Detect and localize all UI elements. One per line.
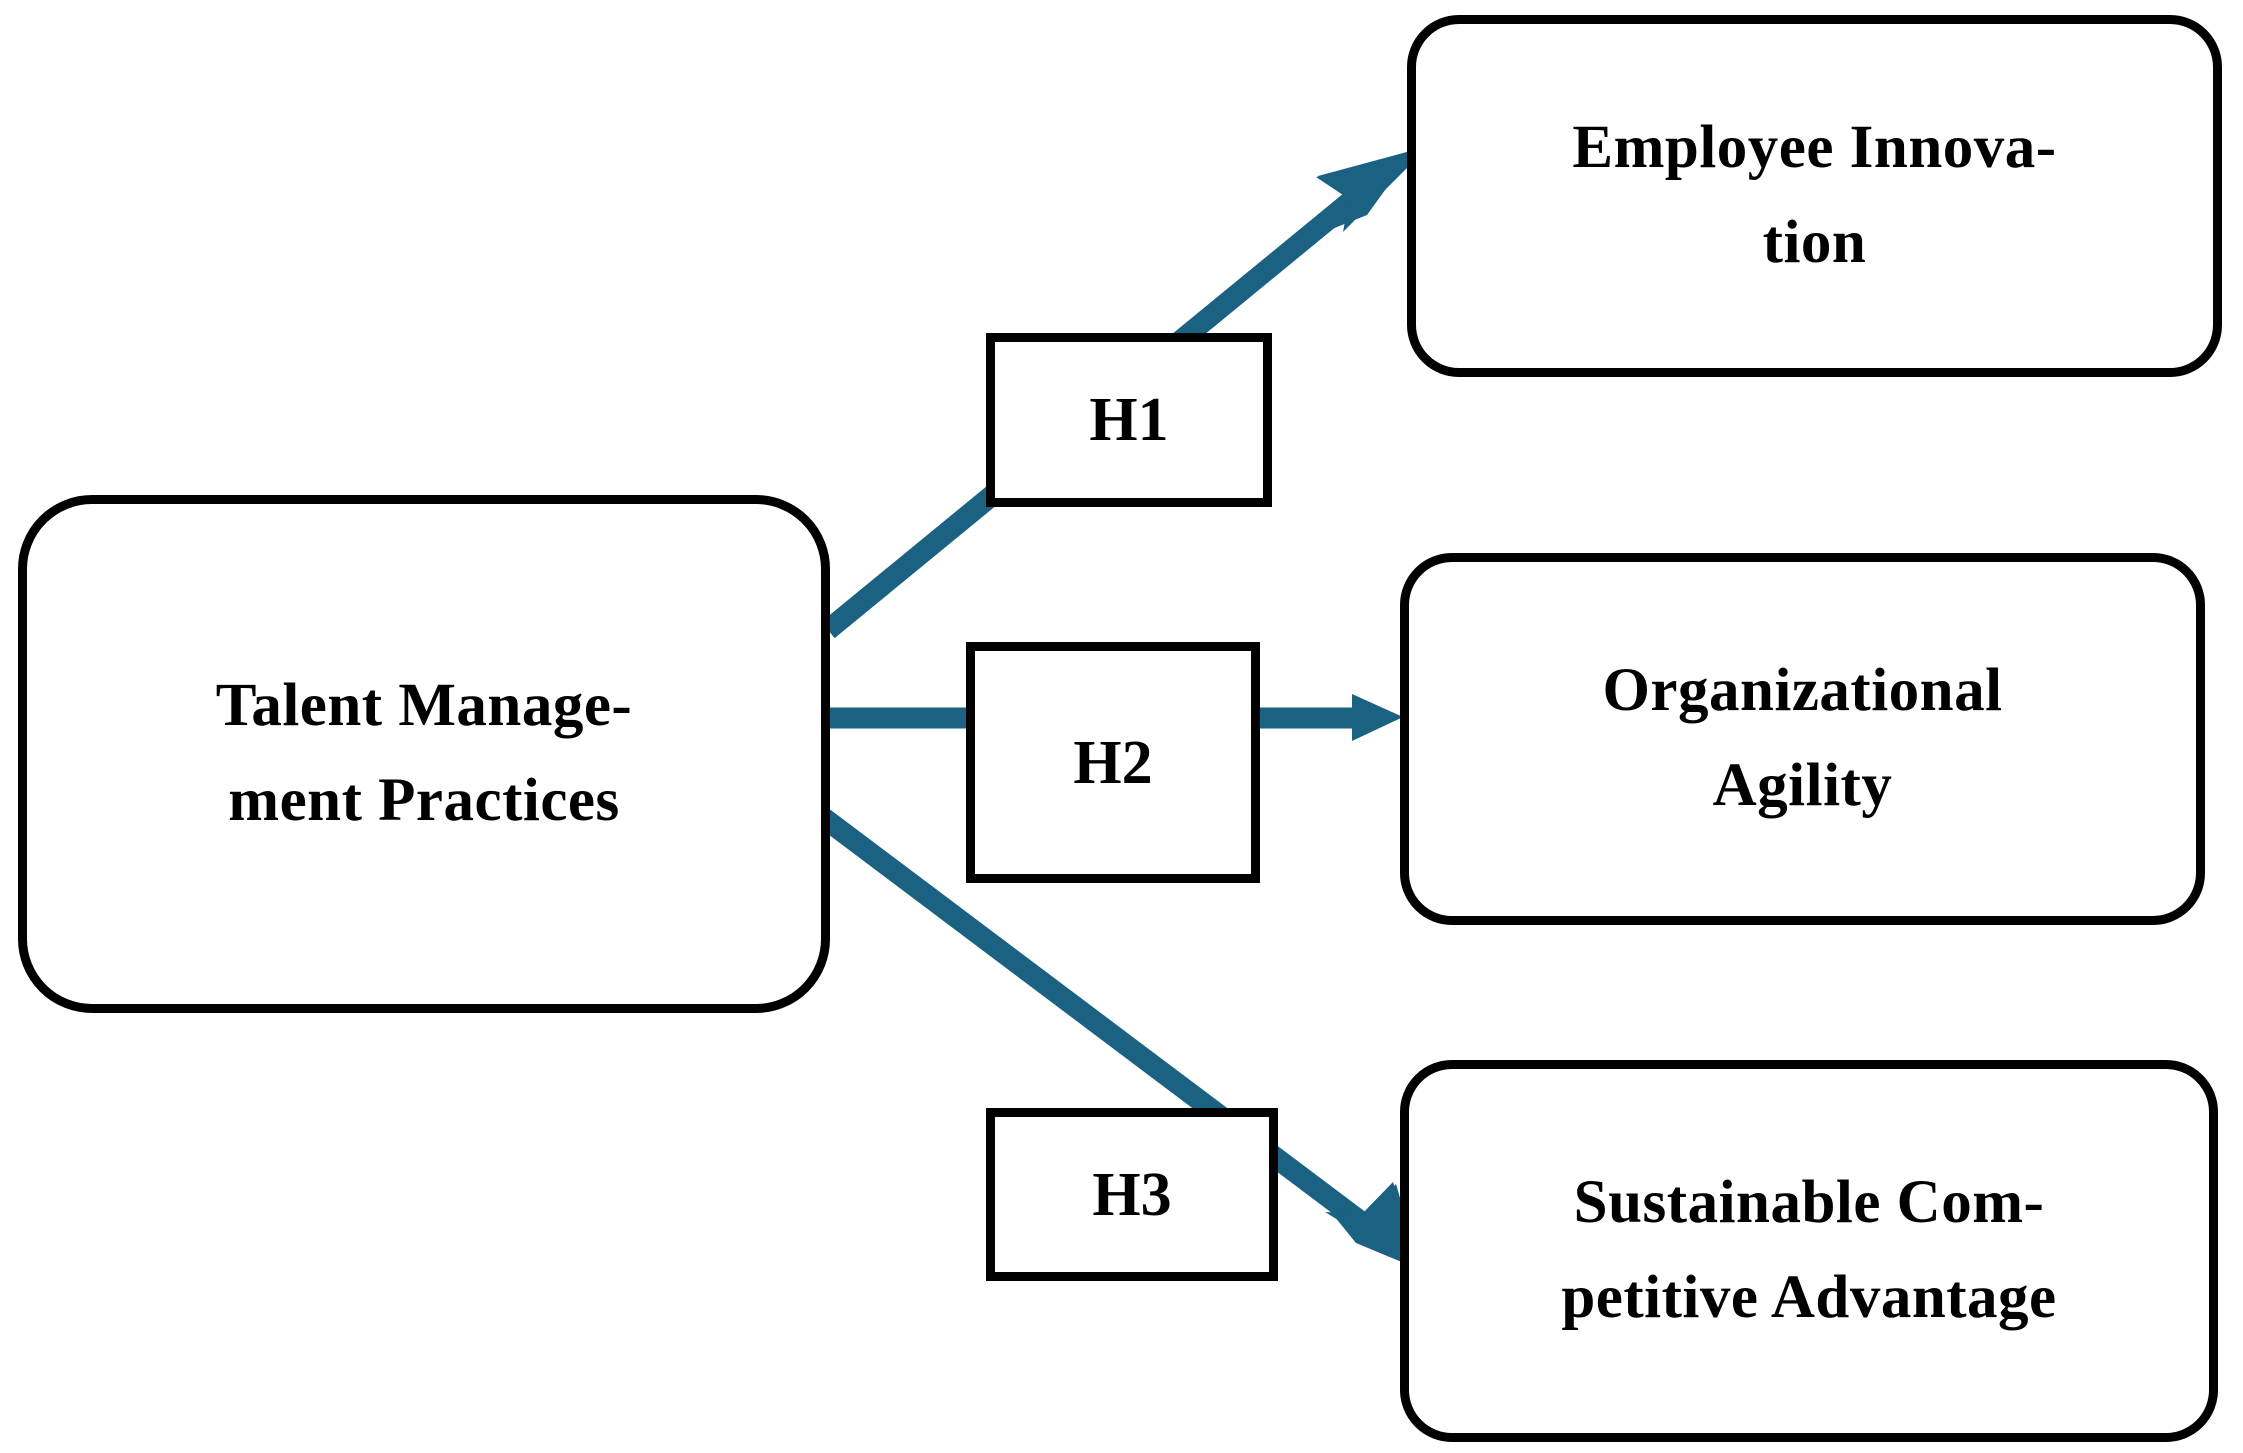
node-talent-management-practices[interactable]: Talent Manage- ment Practices — [18, 495, 830, 1013]
hypothesis-label-h1: H1 — [1089, 386, 1169, 454]
node-organizational-agility-label: Organizational Agility — [1602, 657, 2003, 819]
hypothesis-label-h3: H3 — [1092, 1160, 1172, 1229]
node-sustainable-competitive-advantage-label: Sustainable Com- petitive Advantage — [1561, 1169, 2057, 1331]
hypothesis-box-h1[interactable]: H1 — [986, 333, 1272, 507]
node-employee-innovation[interactable]: Employee Innova- tion — [1407, 15, 2222, 377]
node-sustainable-competitive-advantage[interactable]: Sustainable Com- petitive Advantage — [1400, 1060, 2218, 1442]
hypothesis-label-h2: H2 — [1073, 728, 1153, 797]
node-talent-management-practices-label: Talent Manage- ment Practices — [215, 672, 633, 834]
hypothesis-box-h2[interactable]: H2 — [966, 642, 1260, 883]
node-employee-innovation-label: Employee Innova- tion — [1572, 114, 2057, 276]
hypothesis-box-h3[interactable]: H3 — [986, 1108, 1278, 1281]
node-organizational-agility[interactable]: Organizational Agility — [1400, 553, 2205, 925]
connector-h3 — [817, 809, 1421, 1271]
